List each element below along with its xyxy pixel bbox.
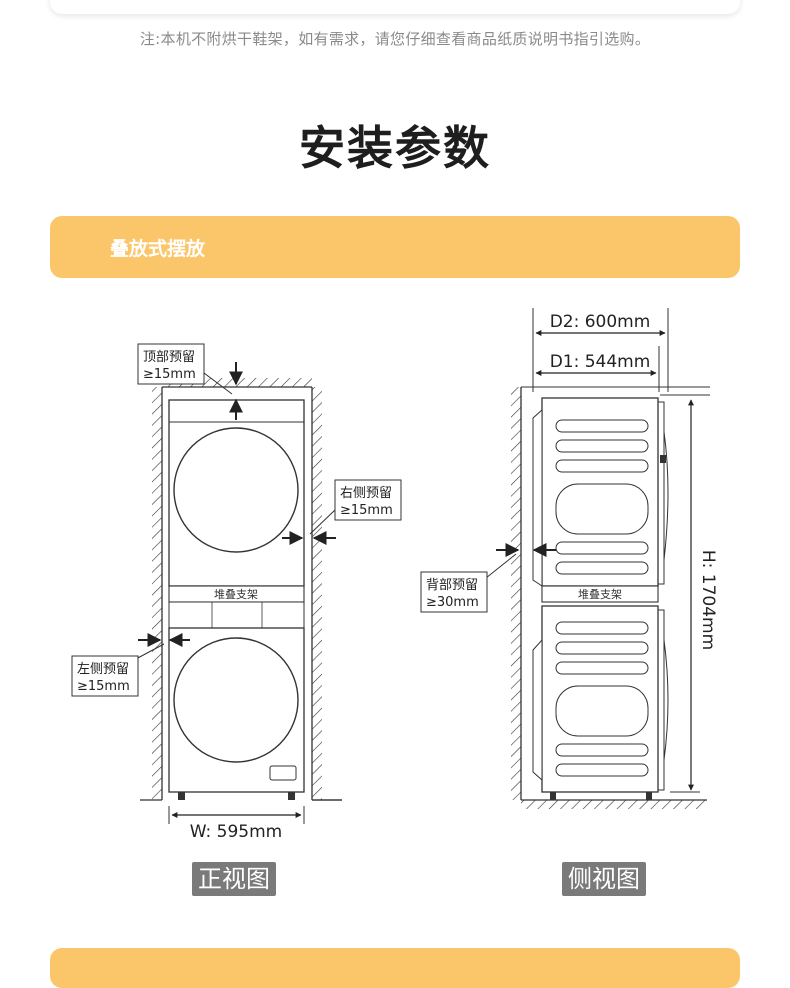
top-card: [50, 0, 740, 14]
installation-diagram: 堆叠支架 顶部预留 ≥15mm 右侧预留 ≥15mm 左侧预留 ≥15mm: [71, 308, 718, 842]
top-gap-callout: [137, 343, 205, 385]
front-bracket-label: 堆叠支架: [214, 588, 258, 601]
back-gap-callout: [420, 571, 488, 613]
section-label: 叠放式摆放: [110, 238, 206, 260]
side-upper-panels: [555, 419, 649, 575]
side-floor: [521, 800, 707, 809]
side-lower-panels: [555, 621, 649, 777]
depth-d2-label: D2: 600mm: [550, 312, 651, 332]
right-gap-value: ≥15mm: [340, 503, 393, 518]
right-gap-label: 右侧预留: [340, 486, 392, 501]
depth-d1-label: D1: 544mm: [550, 352, 651, 372]
front-view-label: 正视图: [192, 862, 276, 896]
next-section-header: [50, 948, 740, 988]
left-gap-callout: [71, 655, 139, 697]
right-gap-callout: [334, 479, 402, 521]
side-view: D2: 600mm D1: 544mm 堆叠支架: [420, 308, 718, 809]
front-left-wall: [152, 387, 162, 800]
side-view-label: 侧视图: [562, 862, 646, 896]
side-back-wall: [511, 387, 521, 800]
back-gap-value: ≥30mm: [426, 595, 479, 610]
side-bracket-label: 堆叠支架: [578, 588, 622, 601]
top-gap-value: ≥15mm: [143, 367, 196, 382]
front-right-wall: [312, 387, 322, 800]
note-text: 注:本机不附烘干鞋架，如有需求，请您仔细查看商品纸质说明书指引选购。: [139, 30, 651, 48]
front-lower-door: [173, 637, 299, 763]
left-gap-value: ≥15mm: [77, 679, 130, 694]
front-display-panel: [269, 765, 297, 781]
left-gap-label: 左侧预留: [77, 662, 129, 677]
page-title: 安装参数: [299, 121, 491, 175]
width-dimension-label: W: 595mm: [190, 822, 283, 842]
side-bracket: [541, 585, 659, 603]
front-upper-door: [173, 427, 299, 553]
top-gap-label: 顶部预留: [143, 350, 195, 365]
back-gap-label: 背部预留: [426, 578, 478, 593]
section-header: 叠放式摆放: [50, 216, 740, 278]
height-dimension-label: H: 1704mm: [698, 550, 718, 650]
front-view: 堆叠支架 顶部预留 ≥15mm 右侧预留 ≥15mm 左侧预留 ≥15mm: [71, 343, 402, 842]
